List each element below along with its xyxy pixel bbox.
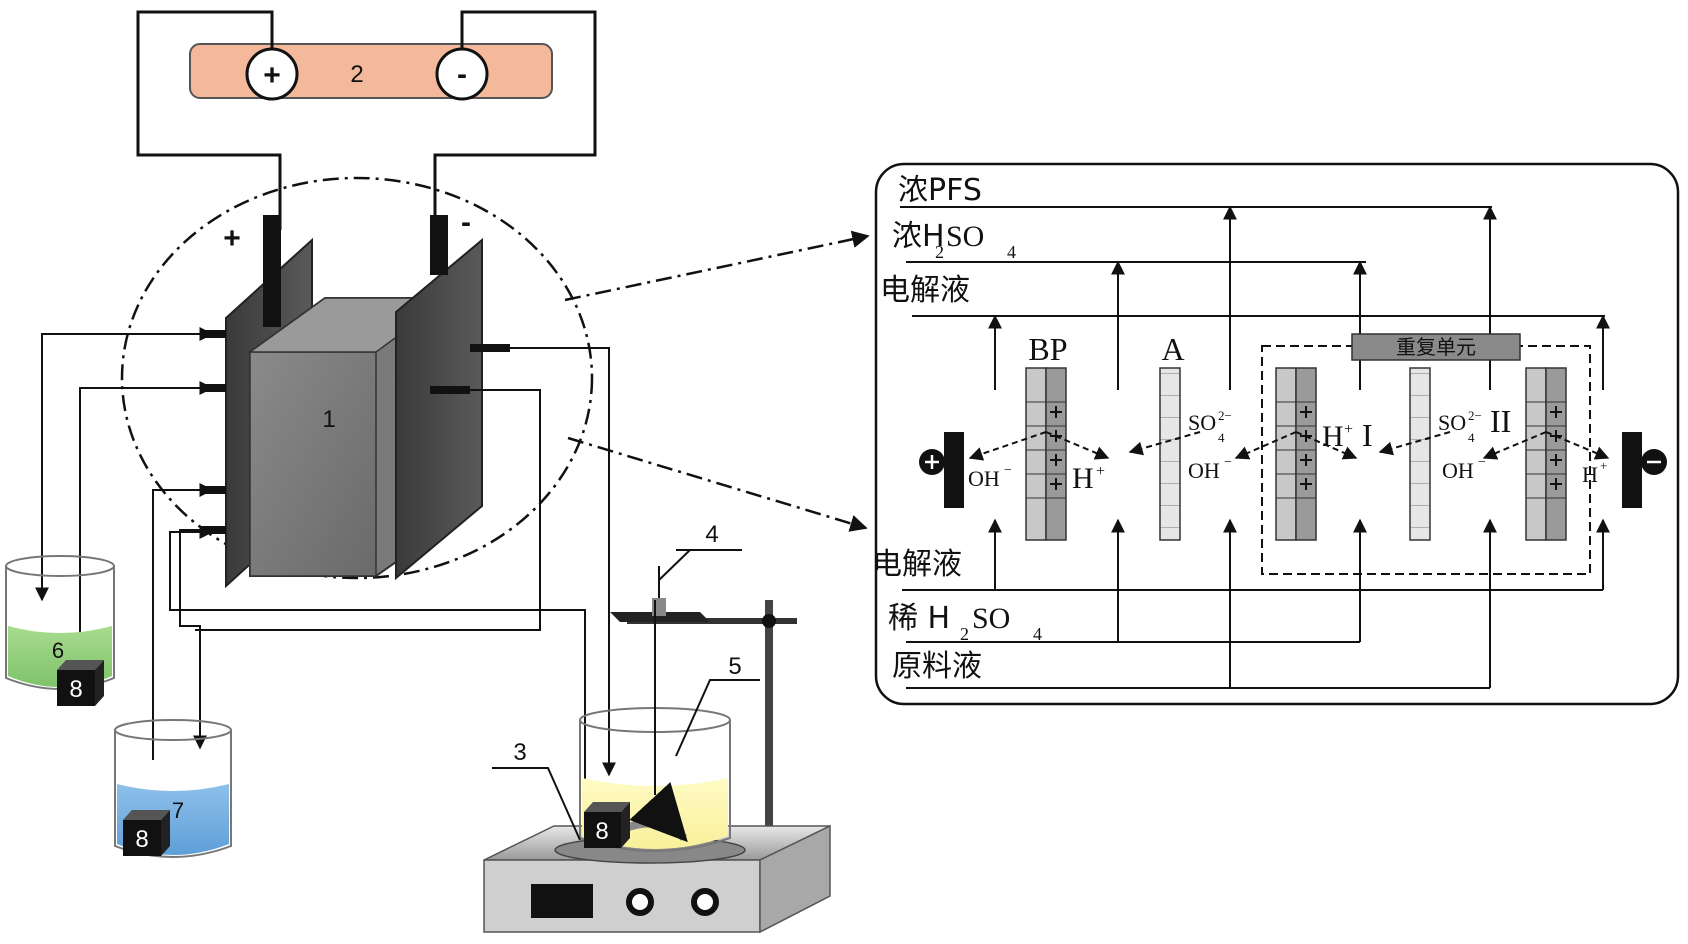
pump-8-a: 8 <box>57 660 104 706</box>
beaker-6-label: 6 <box>52 638 64 663</box>
power-supply-label: 2 <box>350 61 363 88</box>
pump-8-c: 8 <box>584 802 630 848</box>
svg-text:+: + <box>1600 458 1607 473</box>
chamber-one-label: I <box>1362 417 1373 453</box>
svg-text:2−: 2− <box>1468 408 1482 423</box>
svg-text:2: 2 <box>935 242 944 262</box>
bipolar-membrane-2 <box>1275 367 1317 541</box>
inlet-feed: 原料液 <box>892 649 982 684</box>
knob-icon[interactable] <box>626 888 654 916</box>
ion-oh-2: OH − <box>1188 455 1232 483</box>
pump-label: 8 <box>69 676 82 703</box>
anode-plate <box>919 432 964 508</box>
svg-text:浓H: 浓H <box>892 219 945 254</box>
svg-text:+: + <box>1344 421 1353 438</box>
pump-label: 8 <box>595 818 608 845</box>
membrane-a-label: A <box>1161 331 1184 367</box>
outlet-conc-pfs: 浓PFS <box>898 173 982 208</box>
svg-text:2−: 2− <box>1218 408 1232 423</box>
repeat-unit-label: 重复单元 <box>1396 335 1476 359</box>
svg-text:稀 H: 稀 H <box>888 601 950 636</box>
svg-text:−: − <box>1224 455 1232 470</box>
feed-beaker-label: 5 <box>728 653 741 680</box>
svg-text:H: H <box>1072 462 1094 495</box>
ion-oh-3: OH − <box>1442 455 1486 483</box>
anode-electrode <box>263 215 281 327</box>
stirrer-label: 3 <box>513 739 526 766</box>
svg-text:SO: SO <box>946 220 984 253</box>
svg-text:SO: SO <box>972 602 1010 635</box>
svg-text:OH: OH <box>968 466 1000 491</box>
cathode-plate <box>1622 432 1667 508</box>
ion-h-2: H + <box>1322 420 1353 453</box>
inlet-lines <box>902 518 1610 689</box>
anion-membrane-2 <box>1409 367 1431 541</box>
svg-text:H: H <box>1322 420 1344 453</box>
knob-icon[interactable] <box>691 888 719 916</box>
svg-text:4: 4 <box>1007 242 1016 262</box>
anion-membrane-1 <box>1159 367 1181 541</box>
membrane-schematic: 浓PFS 浓H 2 SO 4 电解液 重复单元 BP A <box>872 162 1680 706</box>
plus-sign: + <box>263 59 281 92</box>
svg-text:+: + <box>1096 463 1105 480</box>
anode-mark: + <box>223 222 241 255</box>
svg-text:SO: SO <box>1188 410 1216 435</box>
membrane-bp-label: BP <box>1028 331 1067 367</box>
repeat-unit-box <box>1261 345 1591 575</box>
svg-text:2: 2 <box>960 624 969 644</box>
apparatus: + - 2 + - 1 <box>5 10 870 934</box>
electrodialysis-stack: + - 1 <box>200 206 510 589</box>
pump-label: 8 <box>135 826 148 853</box>
svg-text:OH: OH <box>1442 458 1474 483</box>
pipes <box>35 327 616 790</box>
positive-terminal-icon <box>245 47 299 101</box>
ion-so4-2: SO 4 2− <box>1438 408 1482 445</box>
negative-terminal-icon <box>435 47 489 101</box>
ion-h-1: H + <box>1072 462 1105 495</box>
minus-sign: - <box>457 58 467 91</box>
cathode-mark: - <box>461 206 471 239</box>
ion-so4-1: SO 4 2− <box>1188 408 1232 445</box>
bipolar-membrane-3 <box>1525 367 1567 541</box>
magnetic-stirrer: 8 3 4 5 <box>483 521 831 934</box>
beaker-7-label: 7 <box>172 798 184 823</box>
ion-h-3: H + <box>1582 458 1607 487</box>
bipolar-membrane-1 <box>1025 367 1067 541</box>
svg-text:4: 4 <box>1218 430 1225 445</box>
svg-text:4: 4 <box>1468 430 1475 445</box>
inlet-dilute-h2so4: 稀 H 2 SO 4 <box>888 601 1042 644</box>
ion-oh-1: OH − <box>968 463 1012 491</box>
beaker-7: 7 8 <box>114 719 232 858</box>
ion-arrows <box>968 431 1610 461</box>
chamber-two-label: II <box>1490 403 1511 439</box>
outlet-electrolyte: 电解液 <box>880 273 970 308</box>
dc-power-supply: + - 2 <box>189 43 553 101</box>
cathode-electrode <box>430 215 448 275</box>
display-screen <box>531 884 593 918</box>
svg-text:OH: OH <box>1188 458 1220 483</box>
pump-8-b: 8 <box>123 810 170 856</box>
svg-text:H: H <box>1582 462 1598 487</box>
probe-label: 4 <box>705 521 718 548</box>
svg-text:SO: SO <box>1438 410 1466 435</box>
svg-text:−: − <box>1004 463 1012 478</box>
zoom-pointer-upper <box>564 230 870 302</box>
outlet-conc-h2so4: 浓H 2 SO 4 <box>892 219 1016 262</box>
stack-label: 1 <box>322 406 335 433</box>
zoom-pointer-lower <box>567 436 868 532</box>
svg-text:−: − <box>1478 455 1486 470</box>
power-wires <box>136 10 597 230</box>
svg-text:4: 4 <box>1033 624 1042 644</box>
beaker-6: 6 8 <box>5 555 115 706</box>
inlet-electrolyte: 电解液 <box>872 547 962 582</box>
